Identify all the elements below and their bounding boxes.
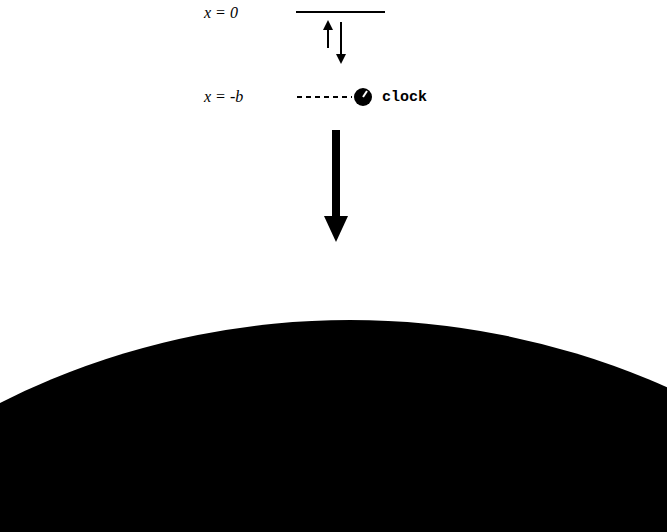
position-label: x = -b	[204, 89, 243, 105]
up-arrow-head	[323, 20, 333, 30]
clock-hand	[363, 91, 367, 97]
planet	[0, 320, 667, 532]
clock-label: clock	[382, 90, 427, 105]
fall-arrow	[332, 130, 340, 218]
fall-arrow-head	[324, 216, 348, 242]
top-line	[296, 11, 385, 13]
up-arrow	[327, 28, 329, 48]
clock-symbol	[354, 88, 372, 106]
dashed-line	[297, 96, 352, 98]
down-arrow-head	[336, 54, 346, 64]
position-label: x = 0	[204, 5, 238, 21]
down-arrow	[340, 22, 342, 56]
